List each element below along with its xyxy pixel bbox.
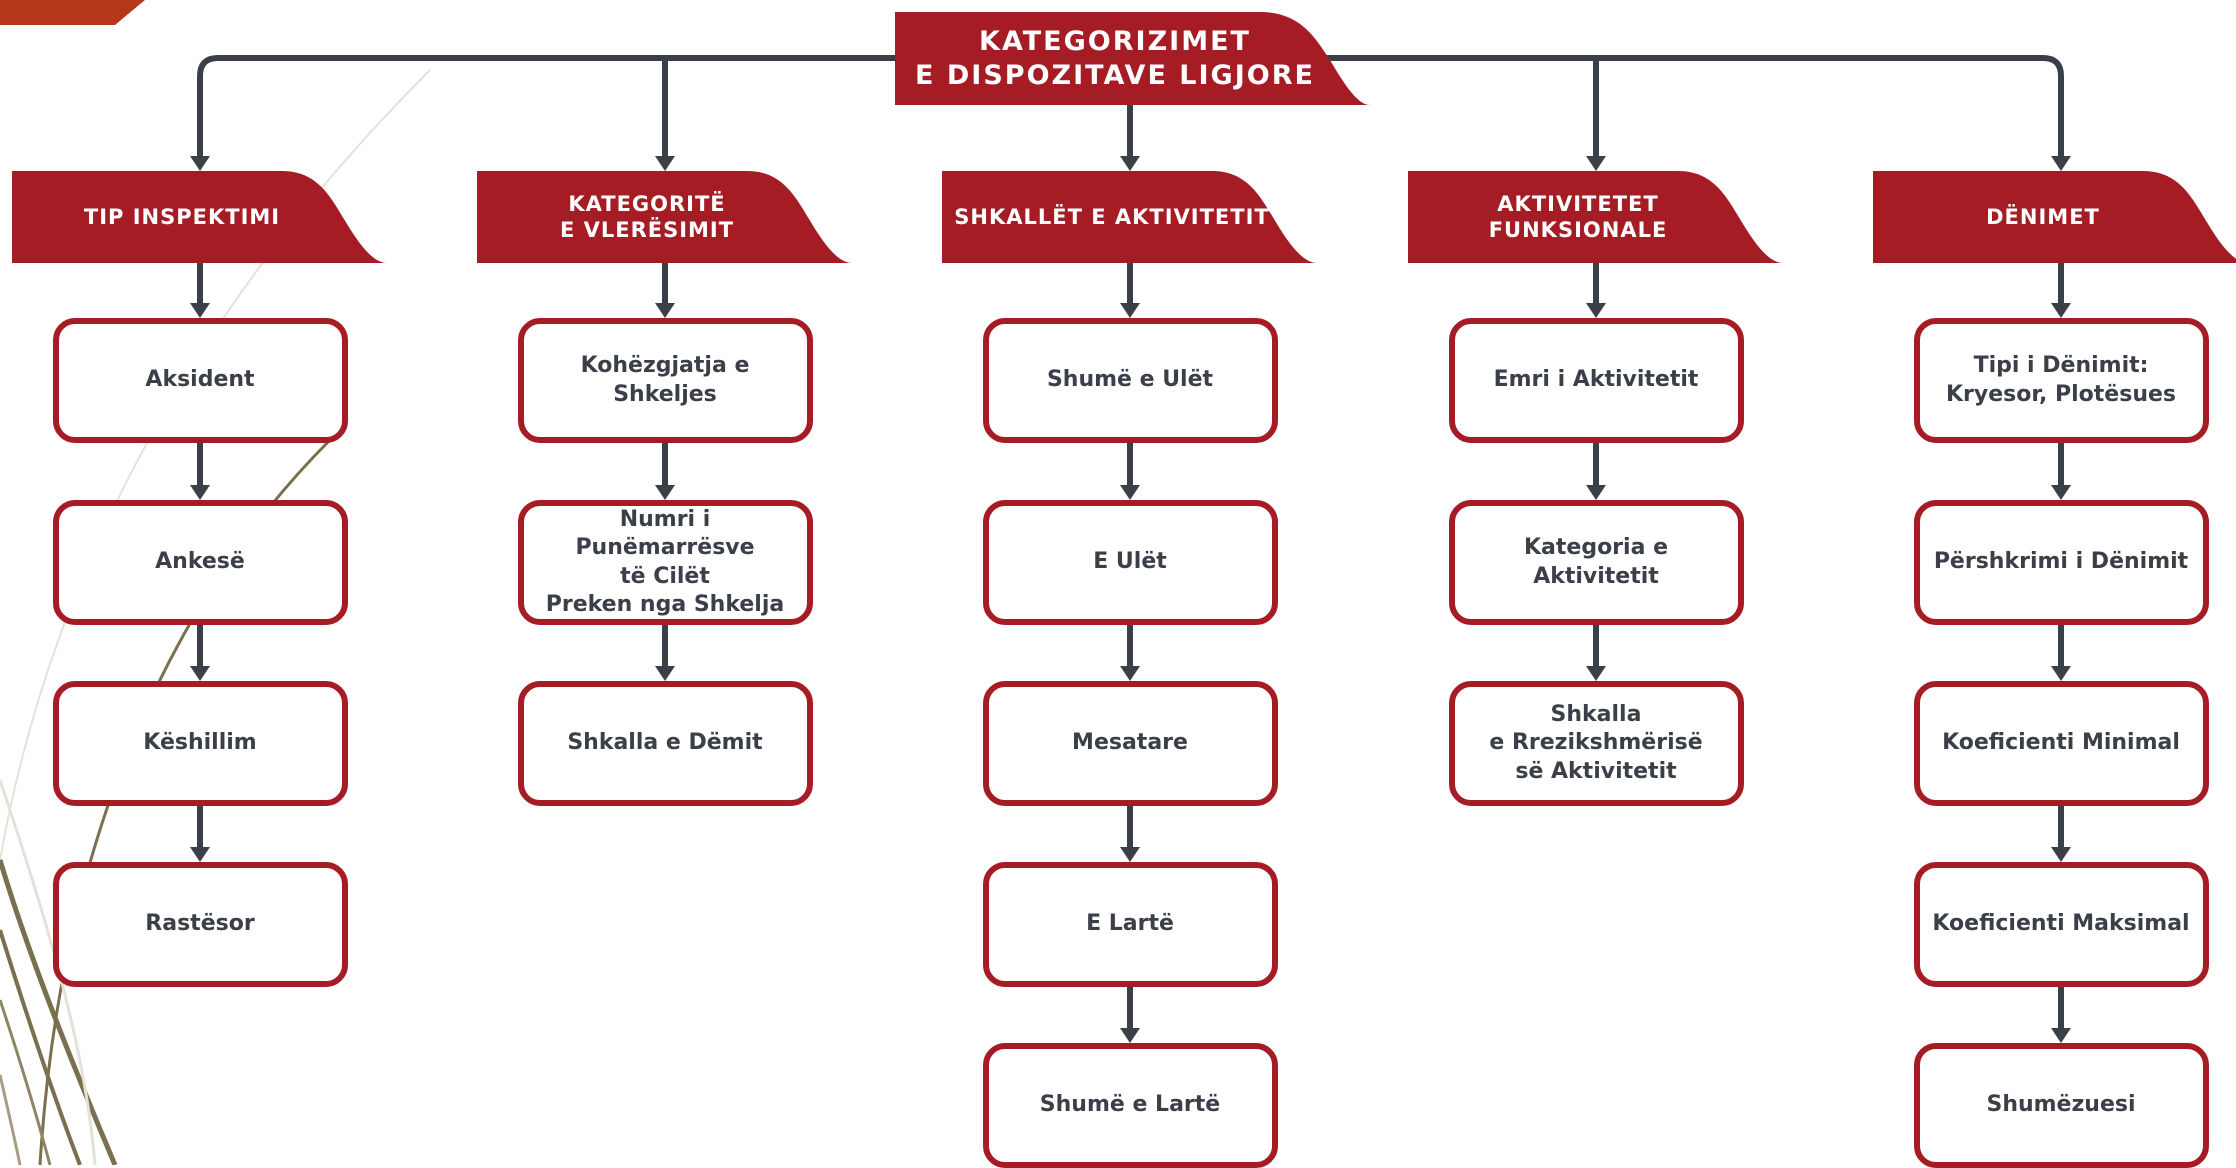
diagram-node: Përshkrimi i Dënimit [1913, 500, 2209, 625]
diagram-node: Shkalla e Rrezikshmërisë së Aktivitetit [1448, 681, 1744, 806]
diagram-node: Shumëzuesi [1913, 1043, 2209, 1168]
column-header: KATEGORITË E VLERËSIMIT [477, 171, 852, 263]
diagram-node: Shumë e Ulët [982, 318, 1278, 443]
column-header: AKTIVITETET FUNKSIONALE [1408, 171, 1783, 263]
diagram-node: Tipi i Dënimit: Kryesor, Plotësues [1913, 318, 2209, 443]
arrow-head [2051, 303, 2071, 318]
corner-accent [0, 0, 145, 25]
arrow-head [190, 303, 210, 318]
column-header-shape [1408, 171, 1783, 263]
column-header: TIP INSPEKTIMI [12, 171, 387, 263]
column-header-label: TIP INSPEKTIMI [83, 204, 281, 229]
decor-curve [0, 999, 52, 1165]
column-header-shape [1873, 171, 2236, 263]
root-title: KATEGORIZIMET E DISPOZITAVE LIGJORE [915, 25, 1315, 91]
diagram-node: Kohëzgjatja e Shkeljes [517, 318, 813, 443]
diagram-node: E Lartë [982, 862, 1278, 987]
column-header-label: SHKALLËT E AKTIVITETIT [954, 204, 1270, 229]
column-header-shape [477, 171, 852, 263]
arrow-head [655, 485, 675, 500]
diagram-node: Aksident [52, 318, 348, 443]
diagram-node: Ankesë [52, 500, 348, 625]
diagram-node: Këshillim [52, 681, 348, 806]
arrow-head [190, 666, 210, 681]
arrow-head [2051, 847, 2071, 862]
arrow-head [190, 847, 210, 862]
column-header-label: DËNIMET [1986, 204, 2100, 229]
diagram-node: Rastësor [52, 862, 348, 987]
arrow-head [1120, 666, 1140, 681]
root-header-shape [895, 12, 1370, 105]
arrow-head [1120, 156, 1140, 171]
arrow-head [1586, 666, 1606, 681]
arrow-head [1120, 485, 1140, 500]
arrow-head [655, 303, 675, 318]
decor-curve [0, 859, 118, 1165]
diagram-node: Koeficienti Minimal [1913, 681, 2209, 806]
arrow-head [655, 156, 675, 171]
decor-curve [0, 929, 82, 1165]
arrow-head [2051, 666, 2071, 681]
arrow-head [655, 666, 675, 681]
diagram-node: Emri i Aktivitetit [1448, 318, 1744, 443]
column-header-label: AKTIVITETET FUNKSIONALE [1488, 191, 1668, 242]
column-header: SHKALLËT E AKTIVITETIT [942, 171, 1317, 263]
diagram-node: Shumë e Lartë [982, 1043, 1278, 1168]
arrow-head [1120, 303, 1140, 318]
diagram-node: Mesatare [982, 681, 1278, 806]
arrow-head [1120, 1028, 1140, 1043]
arrow-head [1586, 156, 1606, 171]
diagram-node: Kategoria e Aktivitetit [1448, 500, 1744, 625]
diagram-node: Shkalla e Dëmit [517, 681, 813, 806]
diagram-node: E Ulët [982, 500, 1278, 625]
column-header-label: KATEGORITË E VLERËSIMIT [559, 191, 735, 242]
column-header-shape [942, 171, 1317, 263]
diagram-node: Numri i Punëmarrësve të Cilët Preken nga… [517, 500, 813, 625]
column-header: DËNIMET [1873, 171, 2236, 263]
arrow-head [1120, 847, 1140, 862]
arrow-head [190, 156, 210, 171]
arrow-head [2051, 1028, 2071, 1043]
arrow-head [190, 485, 210, 500]
root-header: KATEGORIZIMET E DISPOZITAVE LIGJORE [895, 12, 1370, 105]
arrow-head [1586, 303, 1606, 318]
arrow-head [2051, 485, 2071, 500]
decor-curve [0, 1074, 22, 1165]
arrow-head [1586, 485, 1606, 500]
column-header-shape [12, 171, 387, 263]
arrow-head [2051, 156, 2071, 171]
diagram-node: Koeficienti Maksimal [1913, 862, 2209, 987]
